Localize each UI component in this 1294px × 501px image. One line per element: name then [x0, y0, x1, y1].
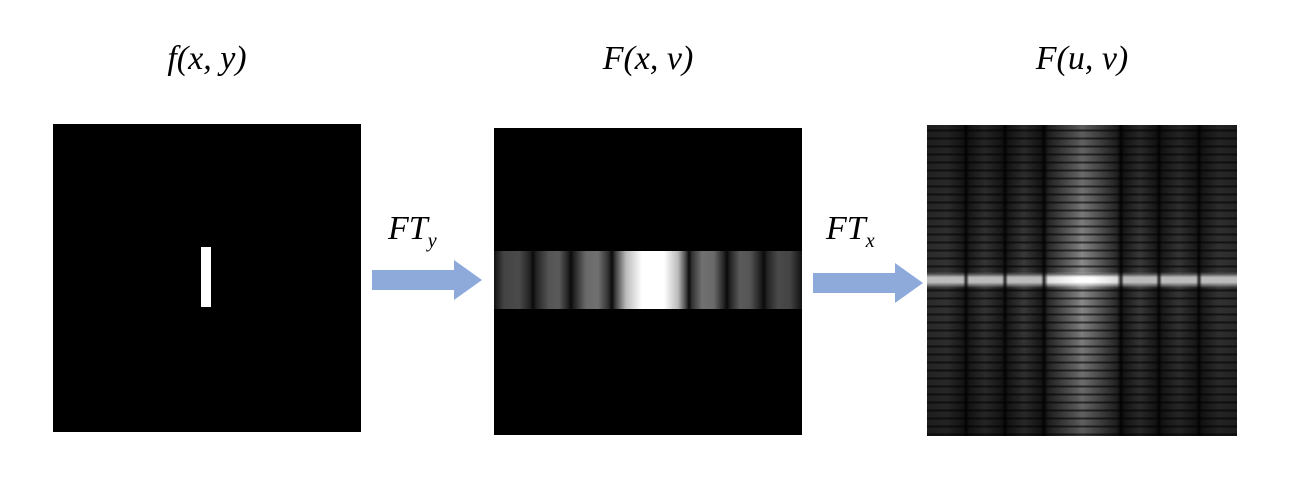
title-partial-ft: F(x, v): [602, 40, 694, 77]
arrow-right-icon: [813, 263, 923, 303]
partial-ft-panel: [494, 128, 802, 435]
ft-x-label: FTx: [826, 210, 875, 252]
full-ft-panel: [927, 125, 1237, 436]
spatial-image-panel: [53, 124, 361, 432]
white-bar: [201, 247, 211, 307]
central-bright-stripe: [927, 272, 1237, 288]
ft-y-label: FTy: [388, 210, 437, 252]
title-spatial: f(x, y): [167, 40, 247, 77]
title-full-ft: F(u, v): [1035, 40, 1129, 77]
arrow-right-icon: [372, 260, 482, 300]
sinc-band: [494, 251, 802, 309]
